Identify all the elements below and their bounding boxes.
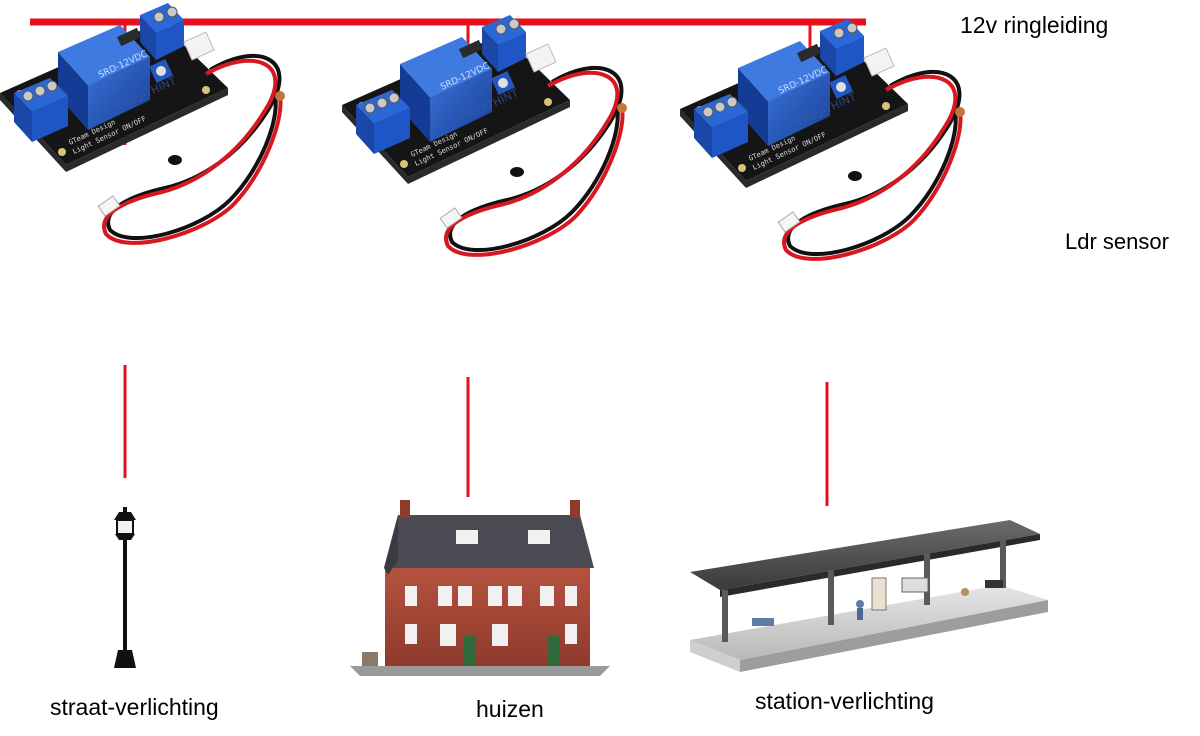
sensor-label: Ldr sensor: [1065, 229, 1169, 254]
houses-icon: [350, 500, 610, 676]
load-label-station: station-verlichting: [755, 688, 934, 714]
load-label-houses: huizen: [476, 696, 544, 722]
station-platform-icon: [690, 520, 1048, 672]
street-lamp-icon: [114, 507, 136, 668]
relay-module: SRD-12VDC GREATHINT GTeam Design Light S…: [0, 3, 285, 245]
load-label-street: straat-verlichting: [50, 694, 219, 720]
ring-label: 12v ringleiding: [960, 12, 1109, 38]
